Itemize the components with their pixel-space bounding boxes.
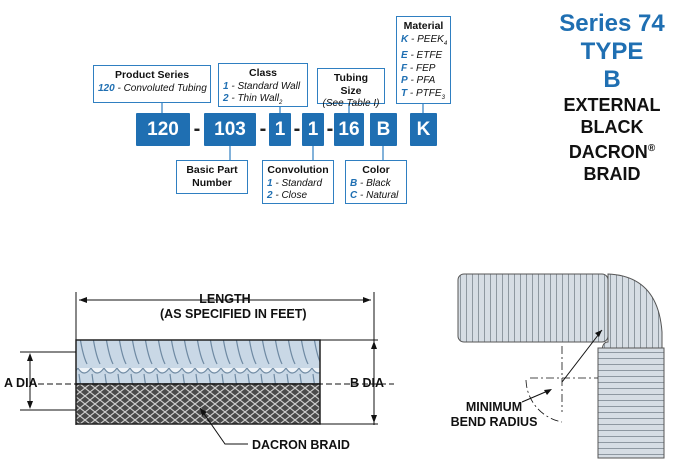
a-dia-label: A DIA (4, 376, 38, 390)
callout-title: Number (192, 176, 232, 189)
pn-color: B (370, 113, 397, 146)
option-code: C (350, 190, 358, 201)
option-code: K (401, 33, 409, 45)
pn-material: K (410, 113, 437, 146)
braid-label: DACRON BRAID (252, 438, 350, 452)
callout-convolution: Convolution 1 - Standard 2 - Close (262, 160, 334, 204)
length-label: LENGTH (AS SPECIFIED IN FEET) (160, 292, 307, 321)
type-label: TYPE (580, 38, 644, 65)
option-code: 2 (267, 190, 273, 201)
option-text: - Close (275, 190, 308, 201)
pn-convolution: 1 (302, 113, 324, 146)
option-text: - Standard (275, 177, 323, 189)
footnote-ref: 2 (278, 100, 283, 106)
pn-class: 1 (269, 113, 291, 146)
option-text: - Thin Wall (231, 93, 279, 104)
straight-tube-drawing (20, 292, 394, 445)
pn-series: 120 (136, 113, 190, 146)
option-text: - Convoluted Tubing (117, 82, 207, 94)
pn-dash: - (293, 118, 301, 140)
footnote-ref: 3 (441, 94, 445, 101)
callout-title: Convolution (267, 164, 329, 176)
pn-dash: - (193, 118, 201, 140)
callout-title: Tubing Size (333, 72, 369, 97)
option-code: 1 (223, 80, 229, 92)
series-title: Series 74 (559, 10, 665, 37)
callout-tubing-size: Tubing Size (See Table I) (317, 68, 385, 109)
option-code: E (401, 50, 408, 61)
callout-title: Class (248, 67, 278, 79)
series-heading: Series 74 TYPE B EXTERNAL BLACK DACRON® … (548, 10, 676, 185)
callout-title: Material (403, 20, 444, 32)
pn-basic: 103 (204, 113, 256, 146)
callout-color: Color B - Black C - Natural (345, 160, 407, 204)
heading-line: DACRON® (568, 142, 656, 162)
bent-tube-drawing (457, 273, 665, 459)
option-code: P (401, 75, 408, 86)
callout-basic-part: Basic Part Number (176, 160, 248, 194)
option-text: - FEP (409, 62, 436, 74)
callout-title: Color (362, 164, 390, 176)
footnote-ref: 4 (443, 40, 448, 47)
option-code: 1 (267, 177, 273, 189)
callout-note: (See Table I) (322, 98, 380, 109)
option-code: B (350, 177, 358, 189)
pn-size: 16 (334, 113, 364, 146)
pn-dash: - (326, 118, 334, 140)
callout-material: Material K - PEEK4 E - ETFE F - FEP P - … (396, 16, 451, 104)
b-dia-label: B DIA (350, 376, 385, 390)
option-code: 2 (223, 93, 229, 104)
option-code: F (401, 62, 408, 74)
option-text: - PTFE (409, 87, 442, 99)
heading-line: BLACK (580, 117, 644, 137)
option-text: - PFA (410, 75, 436, 86)
option-text: - ETFE (410, 50, 443, 61)
callout-class: Class 1 - Standard Wall 2 - Thin Wall2 (218, 63, 308, 107)
option-text: - Natural (360, 190, 399, 201)
pn-dash: - (259, 118, 267, 140)
heading-line: EXTERNAL (563, 95, 661, 115)
option-code: T (401, 87, 408, 99)
option-code: 120 (98, 82, 115, 94)
type-letter: B (603, 66, 621, 93)
callout-title: Basic Part (186, 164, 238, 176)
registered-mark: ® (647, 143, 656, 154)
heading-line: BRAID (583, 164, 641, 184)
callout-title: Product Series (114, 69, 190, 81)
option-text: - Black (360, 177, 391, 189)
callout-product-series: Product Series 120 - Convoluted Tubing (93, 65, 211, 103)
option-text: - PEEK (411, 33, 444, 45)
option-text: - Standard Wall (231, 80, 301, 92)
min-bend-radius-label: MINIMUM BEND RADIUS (450, 400, 538, 429)
